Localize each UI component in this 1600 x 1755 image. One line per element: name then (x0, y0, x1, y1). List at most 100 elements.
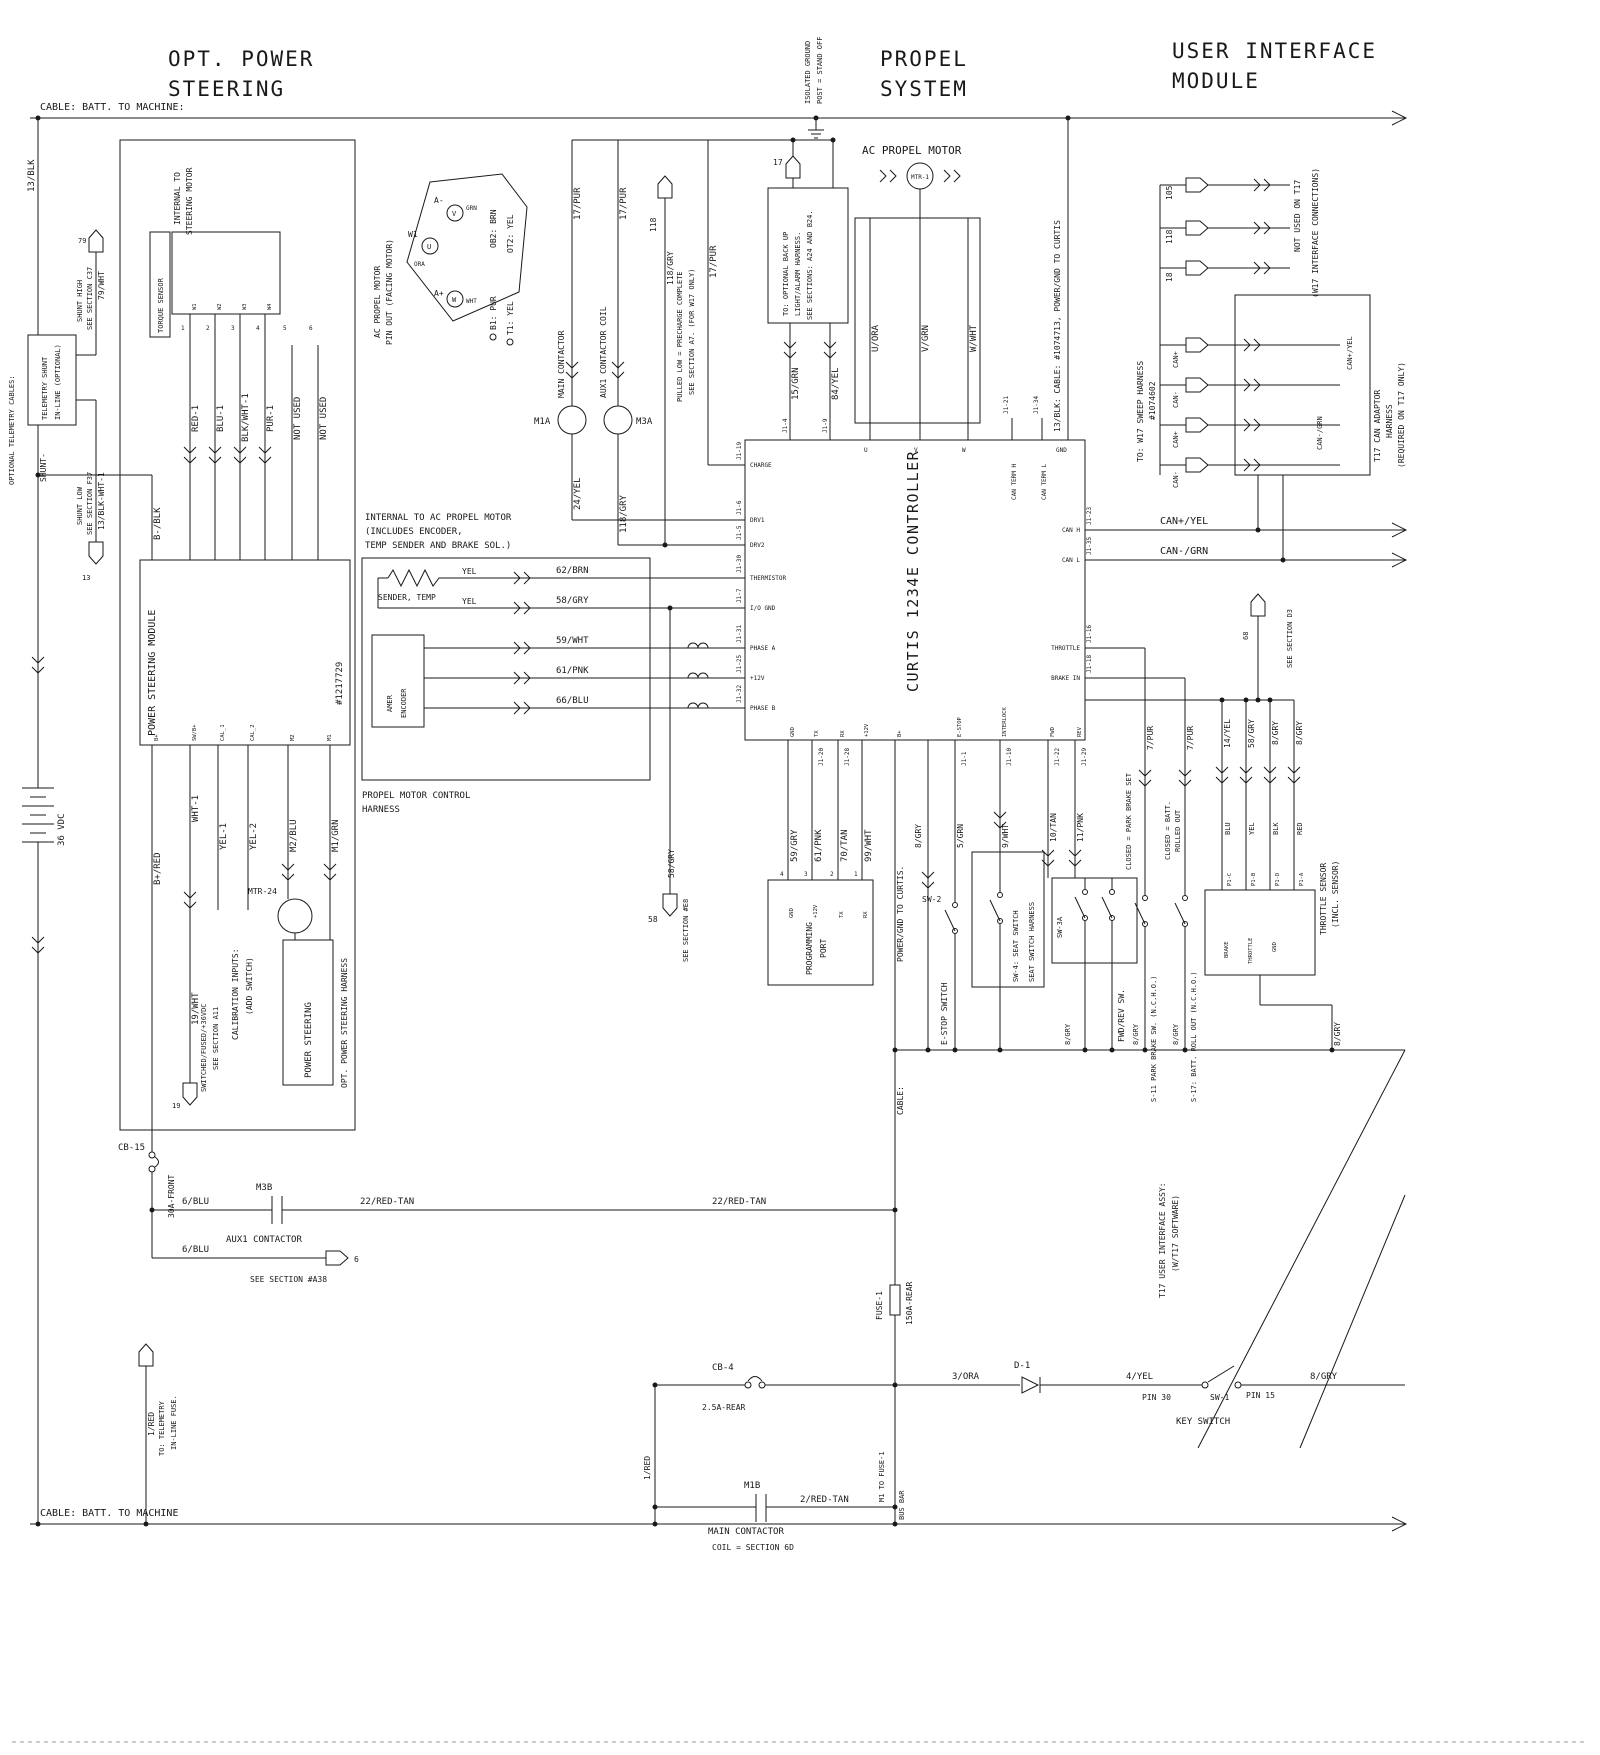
pin-label: J1-28 (844, 748, 851, 766)
power-steering-module-box (139, 559, 351, 746)
wire-label: 6/BLU (182, 1197, 209, 1207)
component-label: CURTIS 1234E CONTROLLER (904, 450, 922, 692)
pin-number: 6 (309, 325, 313, 332)
component-label: MTR-24 (248, 887, 277, 896)
pin-label: GND (789, 908, 795, 918)
battery-rail (31, 115, 45, 1527)
component-label: S-11 PARK BRAKE SW. (N.C.H.O.) (1150, 976, 1158, 1102)
note: NOT USED ON T17 (1293, 180, 1302, 252)
pin-label: 6 (354, 1255, 359, 1264)
wire-label: 17/PUR (573, 187, 583, 220)
note: TEMP SENDER AND BRAKE SOL.) (365, 541, 511, 551)
wire-label: 11/PNK (1076, 813, 1085, 842)
component-label: PORT (819, 939, 828, 958)
pin-label: J1-21 (1003, 396, 1010, 414)
component-label: THROTTLE SENSOR (1319, 863, 1328, 935)
pin-label: CAL_1 (220, 724, 226, 741)
wire-label: CABLE: (896, 1086, 905, 1115)
pin-label: P1-A (1299, 872, 1305, 886)
component-label: (REQUIRED ON T17 ONLY) (1397, 362, 1406, 468)
note: CLOSED = BATT. (1164, 801, 1172, 860)
wire-label: PUR-1 (266, 405, 276, 432)
wire-label: YEL-2 (249, 823, 259, 850)
pin-label: 19 (172, 1102, 180, 1110)
pin-label: OT2: YEL (506, 214, 515, 253)
pin-label: T1: YEL (506, 301, 515, 335)
wire-label: 8/GRY (1172, 1023, 1180, 1045)
pin-label: CAN H (1062, 527, 1080, 534)
pin-label: THROTTLE (1248, 938, 1254, 965)
power-steering-outer-box (119, 139, 356, 1131)
pin-label: CAN+ (1172, 351, 1180, 368)
wire-label: 59/WHT (556, 636, 589, 646)
curtis-controller-box (744, 115, 1086, 741)
frame (12, 110, 1588, 1743)
note: POST = STAND OFF (816, 37, 824, 104)
wire-label: 17/PUR (709, 245, 719, 278)
pin-label: GND (790, 727, 796, 737)
pin-number: 3 (804, 871, 808, 878)
can-adaptor-box (1160, 294, 1371, 560)
note: (ADD SWITCH) (245, 957, 254, 1015)
wire-label: CAN+/YEL (1346, 336, 1354, 370)
breaker-icon (148, 1151, 159, 1258)
wire-label: M2/BLU (289, 819, 299, 852)
pin-label: +12V (813, 904, 819, 918)
wire-label: BLK (1272, 822, 1280, 835)
wire-label: U/ORA (871, 324, 881, 352)
component-label: MAIN CONTACTOR (708, 1527, 784, 1537)
note: IN-LINE FUSE. (170, 1395, 178, 1450)
pin-label: J1-29 (1081, 748, 1088, 766)
pin-number: 4 (256, 325, 260, 332)
component-label: D-1 (1014, 1361, 1030, 1371)
pin-label: W1 (408, 230, 418, 239)
pin-label: B+ (154, 734, 160, 741)
component-label: 2.5A-REAR (702, 1403, 746, 1412)
note: SHUNT LOW (76, 486, 84, 525)
note: PROPEL MOTOR CONTROL (362, 791, 470, 801)
wire-label: 118/GRY (666, 251, 675, 285)
pin-label: M1 (327, 734, 333, 741)
wire-label: 8/GRY (1064, 1023, 1072, 1045)
wire-label: 8/GRY (1271, 721, 1280, 745)
wire-label: 7/PUR (1146, 726, 1155, 750)
pin-label: J1-10 (1006, 748, 1013, 766)
torque-wires (38, 314, 319, 560)
note: (W17 INTERFACE CONNECTIONS) (1311, 168, 1320, 298)
wire-label: YEL (1248, 822, 1256, 835)
pin-label: U (427, 243, 431, 251)
pin-label: J1-7 (736, 588, 743, 603)
component-label: T17 CAN ADAPTOR (1373, 390, 1382, 462)
motor-internal-box (361, 557, 651, 781)
wire-label: NOT USED (319, 397, 329, 440)
pin-label: W1 (192, 303, 198, 310)
pin-label: J1-25 (736, 655, 743, 673)
component-label: E-STOP SWITCH (940, 982, 949, 1045)
pin-label: J1-16 (1086, 625, 1093, 643)
note: SEE SECTION F37 (86, 472, 94, 535)
pin-label: PHASE B (750, 705, 776, 712)
wire-label: M1 TO FUSE-1 (878, 1451, 886, 1502)
pin-label: J1-5 (736, 525, 743, 540)
wire-label: 1/RED (643, 1456, 652, 1480)
pin-label: 79 (78, 237, 86, 245)
component-label: M3B (256, 1183, 272, 1193)
motor-pinout-hex (406, 173, 528, 346)
component-label: PROGRAMMING (805, 922, 814, 975)
wire-label: 4/YEL (1126, 1372, 1153, 1382)
fuse-icon (889, 1284, 901, 1507)
pin-label: CAN L (1062, 557, 1080, 564)
note: CLOSED = PARK BRAKE SET (1125, 772, 1133, 870)
component-label: TELEMETRY SHUNT (41, 356, 49, 420)
sweep-harness-connectors (1159, 177, 1290, 475)
pin-label: CAN- (1172, 391, 1180, 408)
wire-label: 62/BRN (556, 566, 589, 576)
note: PIN OUT (FACING MOTOR) (385, 239, 394, 345)
component-label: M3A (636, 417, 653, 427)
pin-label: CHARGE (750, 462, 772, 469)
section-d3-stub (1250, 593, 1266, 700)
wire-label: 2/RED-TAN (800, 1495, 849, 1505)
component-label: AC PROPEL MOTOR (862, 144, 962, 157)
propel-motor-icon (854, 162, 981, 440)
